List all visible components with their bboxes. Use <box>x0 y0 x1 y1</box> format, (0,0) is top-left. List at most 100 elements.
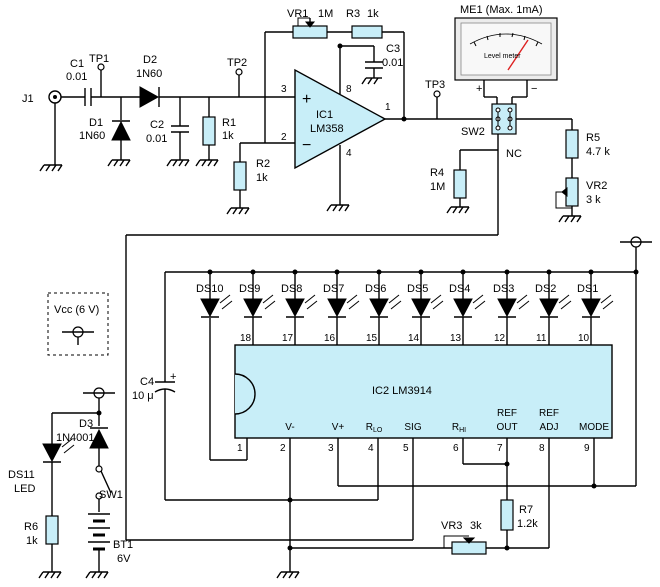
potentiometer-vr2: VR2 3 k <box>555 177 607 223</box>
ground-symbol <box>276 571 300 579</box>
led-label: DS7 <box>323 283 344 295</box>
led-ds8: DS8 <box>281 269 318 345</box>
r6-name: R6 <box>24 521 38 533</box>
diode-d1: D1 1N60 <box>79 97 131 167</box>
test-point-tp2: TP2 <box>227 57 247 97</box>
r1-name: R1 <box>222 117 236 129</box>
r5-name: R5 <box>586 132 600 144</box>
ic2-bottom-pin-number: 1 <box>237 443 243 454</box>
ic2-pin-label: OUT <box>496 422 517 433</box>
ic2-top-pin-number: 10 <box>578 333 590 344</box>
r3-value: 1k <box>367 8 379 20</box>
ic2-pin-label: MODE <box>579 422 609 433</box>
c4-value: 10 μ <box>132 390 154 402</box>
d2-value: 1N60 <box>136 68 162 80</box>
led-label: DS2 <box>535 283 556 295</box>
ic1-part: LM358 <box>310 123 344 135</box>
led-ds9: DS9 <box>239 269 276 345</box>
r3-name: R3 <box>346 8 360 20</box>
svg-text:+: + <box>302 91 311 108</box>
resistor-r2: R2 1k <box>226 143 270 215</box>
ic2-pin-label: V+ <box>332 422 345 433</box>
ic2-bottom-pin-number: 8 <box>539 443 545 454</box>
r4-name: R4 <box>430 167 444 179</box>
c3-name: C3 <box>386 43 400 55</box>
meter-face-label: Level meter <box>484 53 521 60</box>
ic2-top-pin-number: 17 <box>282 333 294 344</box>
r6-value: 1k <box>26 535 38 547</box>
sw2-name: SW2 <box>461 126 485 138</box>
led-label: DS1 <box>577 283 598 295</box>
bt1-name: BT1 <box>113 539 133 551</box>
ic1-pin-3: 3 <box>281 84 287 95</box>
opamp-ic1: + − IC1 LM358 3 2 8 4 1 <box>281 68 391 170</box>
d2-name: D2 <box>143 54 157 66</box>
test-point-tp1: TP1 <box>89 53 109 97</box>
ic2-name: IC2 LM3914 <box>372 385 432 397</box>
led-ds2: DS2 <box>535 269 572 345</box>
ic2-top-pin-number: 16 <box>324 333 336 344</box>
ic2-top-pin-number: 13 <box>450 333 462 344</box>
ic2-bottom-pin-number: 9 <box>584 443 590 454</box>
c3-value: 0.01 <box>382 57 403 69</box>
sw1-name: SW1 <box>99 489 123 501</box>
led-label: DS5 <box>407 283 428 295</box>
c4-name: C4 <box>140 376 154 388</box>
meter-minus: − <box>531 83 537 95</box>
led-label: DS8 <box>281 283 302 295</box>
ic2-bottom-pin-number: 7 <box>497 443 503 454</box>
led-ds7: DS7 <box>323 269 360 345</box>
potentiometer-vr1: VR1 1M <box>265 8 352 39</box>
ic2-top-pin-number: 11 <box>536 333 547 344</box>
d3-value: 1N4001 <box>56 432 95 444</box>
ic2-pin-label: ADJ <box>540 422 559 433</box>
r4-value: 1M <box>430 181 445 193</box>
r1-value: 1k <box>222 130 234 142</box>
ic1-name: IC1 <box>316 109 333 121</box>
meter-me1: ME1 (Max. 1mA) Level meter + − <box>454 4 558 98</box>
vr2-name: VR2 <box>586 180 607 192</box>
led-label: DS9 <box>239 283 260 295</box>
led-label: DS4 <box>449 283 470 295</box>
resistor-r3: R3 1k <box>346 8 405 119</box>
ground-symbol <box>39 164 63 172</box>
c4-polarity: + <box>170 371 176 383</box>
r7-value: 1.2k <box>517 518 538 530</box>
ic2-pin-label: SIG <box>404 422 421 433</box>
switch-sw1: SW1 <box>95 465 123 512</box>
vcc-terminal <box>83 387 115 399</box>
sw2-nc: NC <box>506 148 522 160</box>
led-ds6: DS6 <box>365 269 402 345</box>
led-label: DS10 <box>196 283 224 295</box>
led-ds5: DS5 <box>407 269 444 345</box>
d1-value: 1N60 <box>79 130 105 142</box>
vcc-legend: Vcc (6 V) <box>47 292 109 356</box>
led-ds1: DS1 <box>577 269 614 345</box>
ds11-value: LED <box>14 483 35 495</box>
j1-label: J1 <box>22 93 34 105</box>
vr2-value: 3 k <box>586 194 601 206</box>
led-ds4: DS4 <box>449 269 486 345</box>
capacitor-c3: C3 0.01 <box>337 43 403 85</box>
vr1-value: 1M <box>318 8 333 20</box>
battery-bt1: BT1 6V <box>85 513 133 579</box>
r2-value: 1k <box>256 172 268 184</box>
ic2-bottom-pin-number: 4 <box>368 443 374 454</box>
ic2-top-pin-number: 15 <box>366 333 378 344</box>
led-label: DS3 <box>493 283 514 295</box>
vr3-name: VR3 <box>441 520 462 532</box>
resistor-r7: R7 1.2k <box>500 499 538 551</box>
vcc-label: Vcc (6 V) <box>54 304 99 316</box>
vr3-value: 3k <box>470 520 482 532</box>
c2-value: 0.01 <box>146 133 167 145</box>
tp1-label: TP1 <box>89 53 109 65</box>
ic2-pin-label: V- <box>285 422 294 433</box>
vcc-terminal <box>620 236 652 248</box>
resistor-r5: R5 4.7 k <box>565 119 610 178</box>
tp3-label: TP3 <box>425 79 445 91</box>
ic1-pin-8: 8 <box>346 84 352 95</box>
diode-d3: D3 1N4001 <box>56 418 109 466</box>
